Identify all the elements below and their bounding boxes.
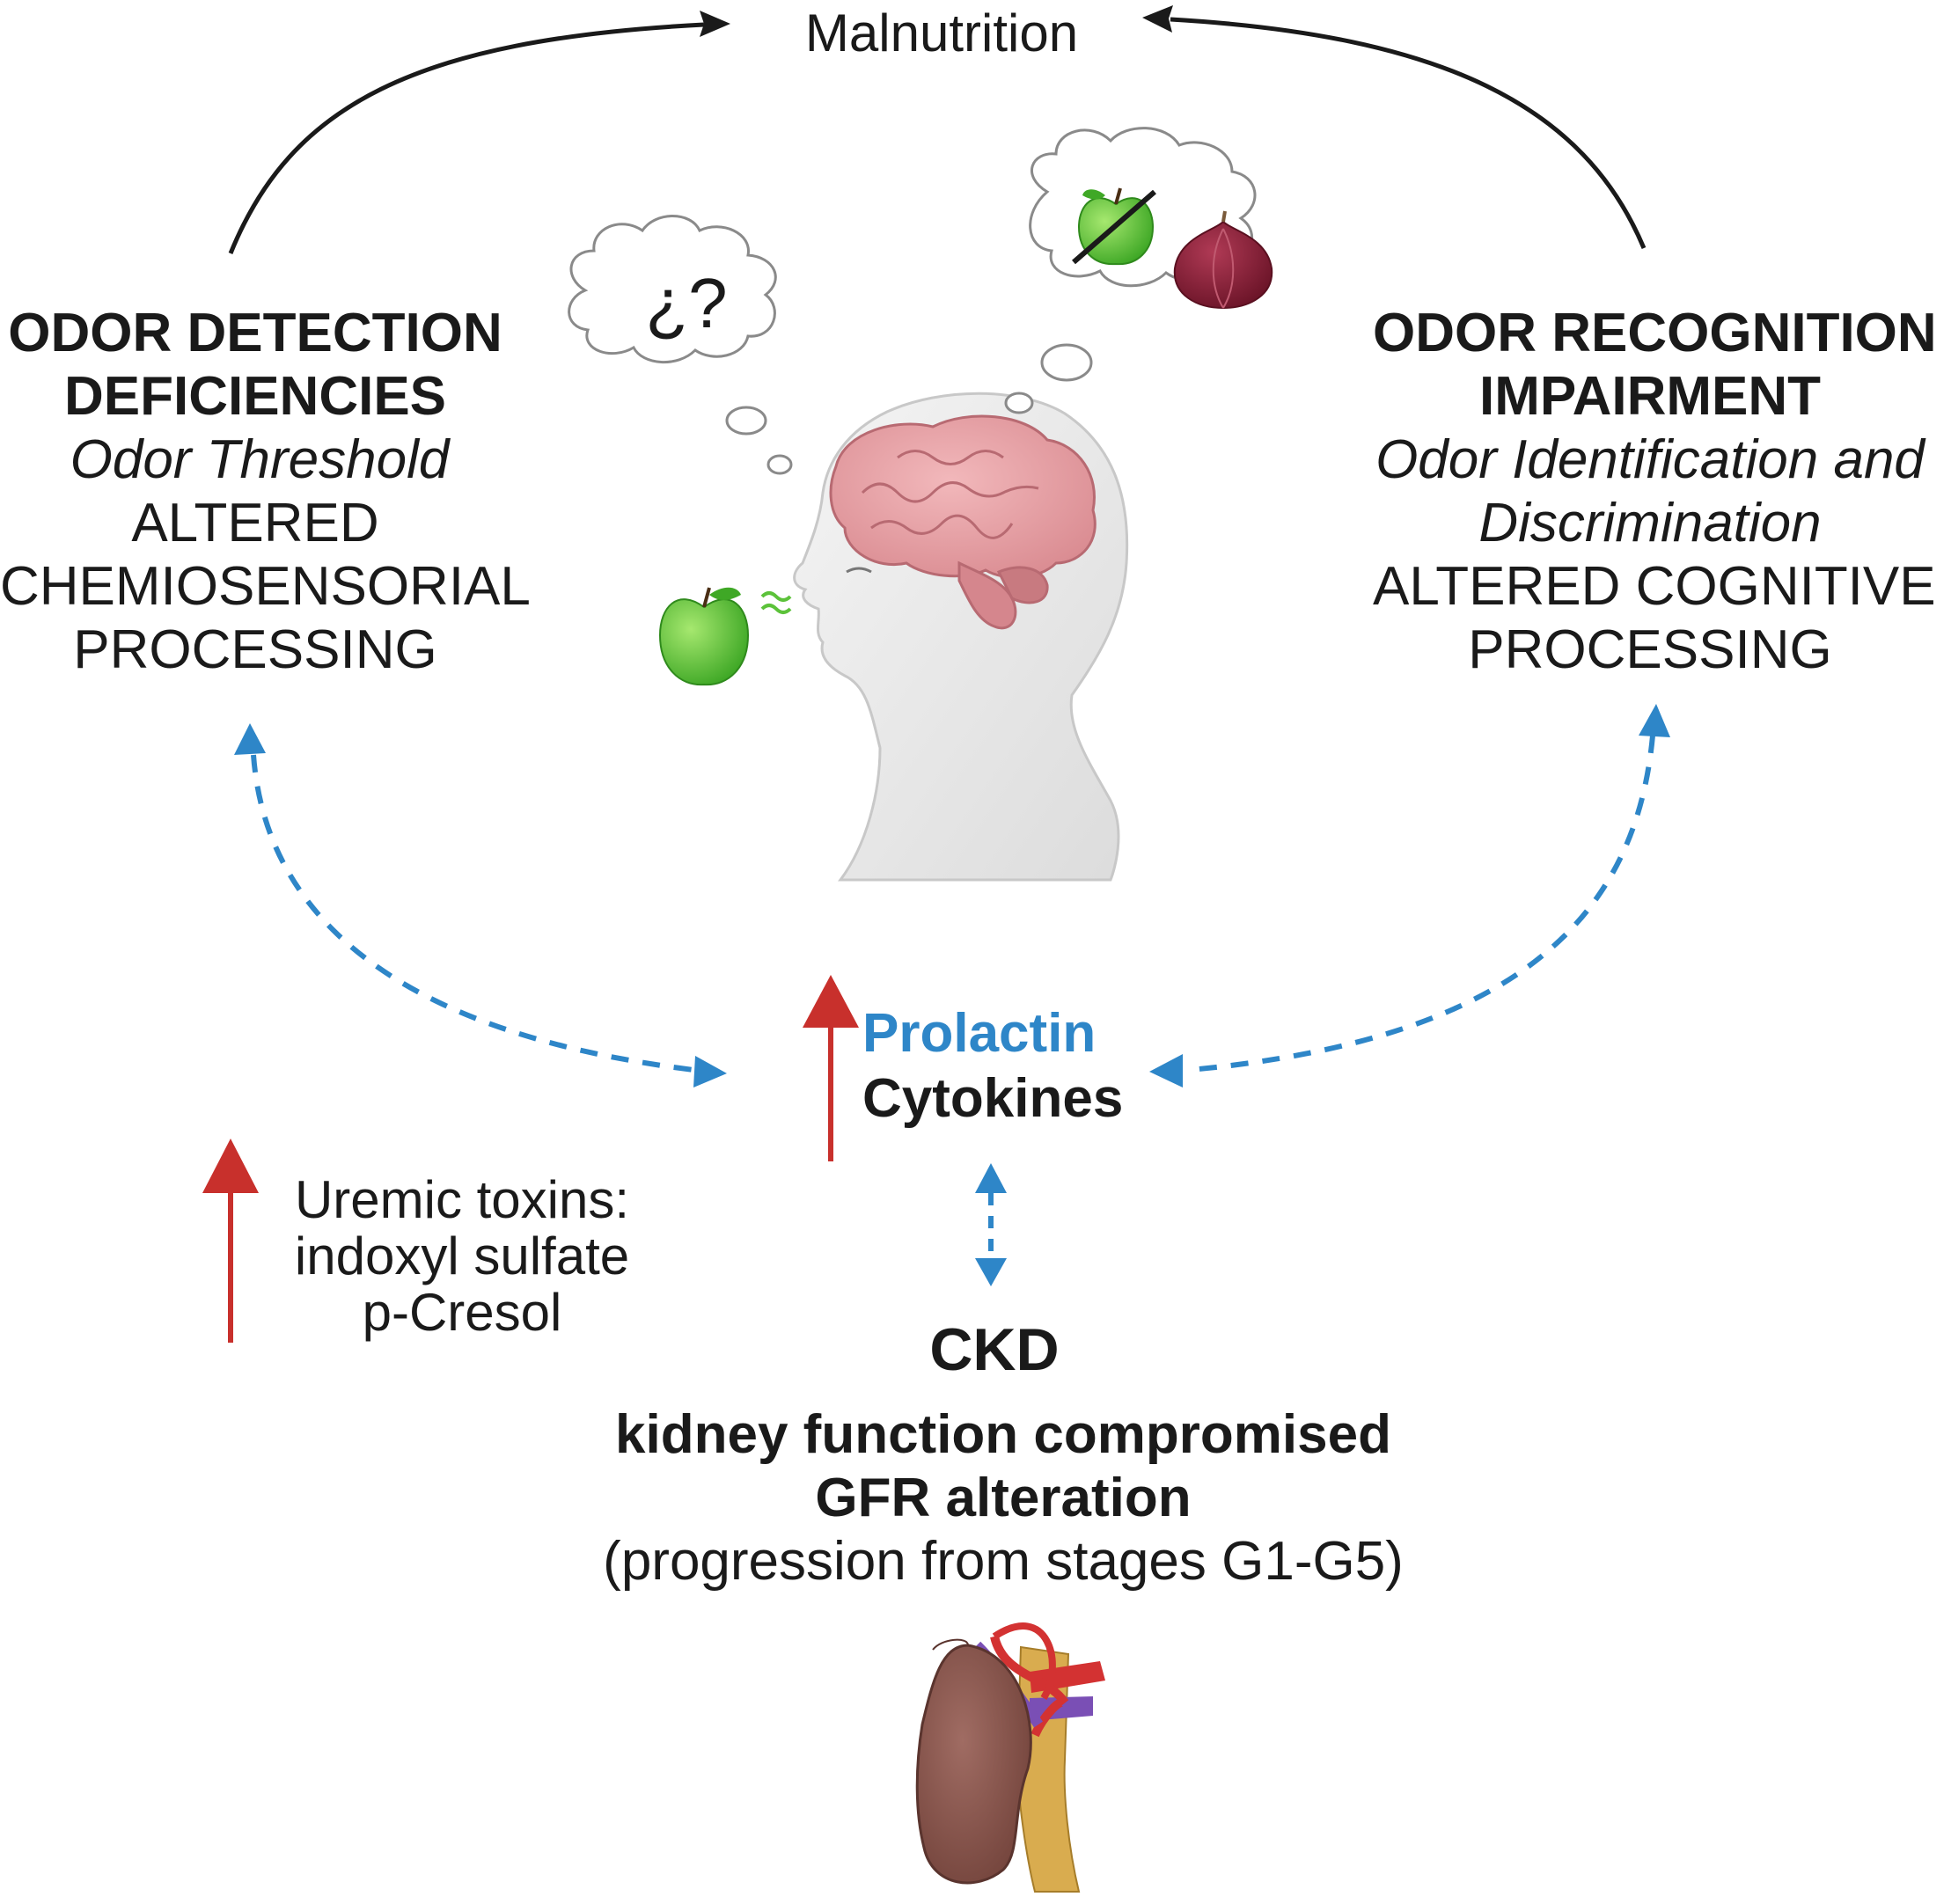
prolactin-label: Prolactin [862,1003,1097,1064]
right-title-line2: IMPAIRMENT [1478,366,1822,427]
ckd-line2: GFR alteration [815,1468,1192,1528]
smell-waves-icon [760,591,792,614]
thought-question-mark: ¿? [645,264,728,342]
dashed-double-arrow-right [1149,704,1670,1087]
onion-icon [1173,210,1273,310]
apple-icon [1077,187,1155,266]
toxins-line2: indoxyl sulfate [294,1227,630,1285]
ckd-title: CKD [929,1316,1060,1383]
ckd-line1: kidney function compromised [615,1404,1391,1465]
malnutrition-label: Malnutrition [804,4,1079,62]
right-line3: ALTERED COGNITIVE [1373,556,1936,617]
brain-icon [829,414,1097,630]
left-line3: ALTERED [131,493,379,553]
left-line5: PROCESSING [73,619,437,680]
thought-cloud-icon [568,215,793,475]
dashed-double-arrow-vertical [975,1163,1007,1286]
malnutrition-arrow-right [1142,5,1647,249]
left-title-line2: DEFICIENCIES [63,366,447,427]
right-line4: PROCESSING [1468,619,1832,680]
right-subtitle-line1: Odor Identification and [1375,429,1925,490]
left-subtitle: Odor Threshold [70,429,450,490]
right-subtitle-line2: Discrimination [1478,493,1822,553]
left-title-line1: ODOR DETECTION [8,303,502,363]
malnutrition-arrow-left [228,11,730,254]
toxins-line1: Uremic toxins: [294,1170,630,1229]
ckd-line3: (progression from stages G1-G5) [603,1531,1404,1592]
cytokines-label: Cytokines [862,1068,1124,1129]
apple-icon [658,587,750,686]
up-arrow-icon [202,1139,259,1343]
toxins-line3: p-Cresol [362,1283,562,1342]
right-title-line1: ODOR RECOGNITION [1373,303,1937,363]
kidney-icon [915,1622,1105,1893]
cross-out-line [1072,189,1156,265]
left-line4: CHEMIOSENSORIAL [0,556,531,617]
up-arrow-icon [803,975,859,1161]
dashed-double-arrow-left [234,723,727,1087]
